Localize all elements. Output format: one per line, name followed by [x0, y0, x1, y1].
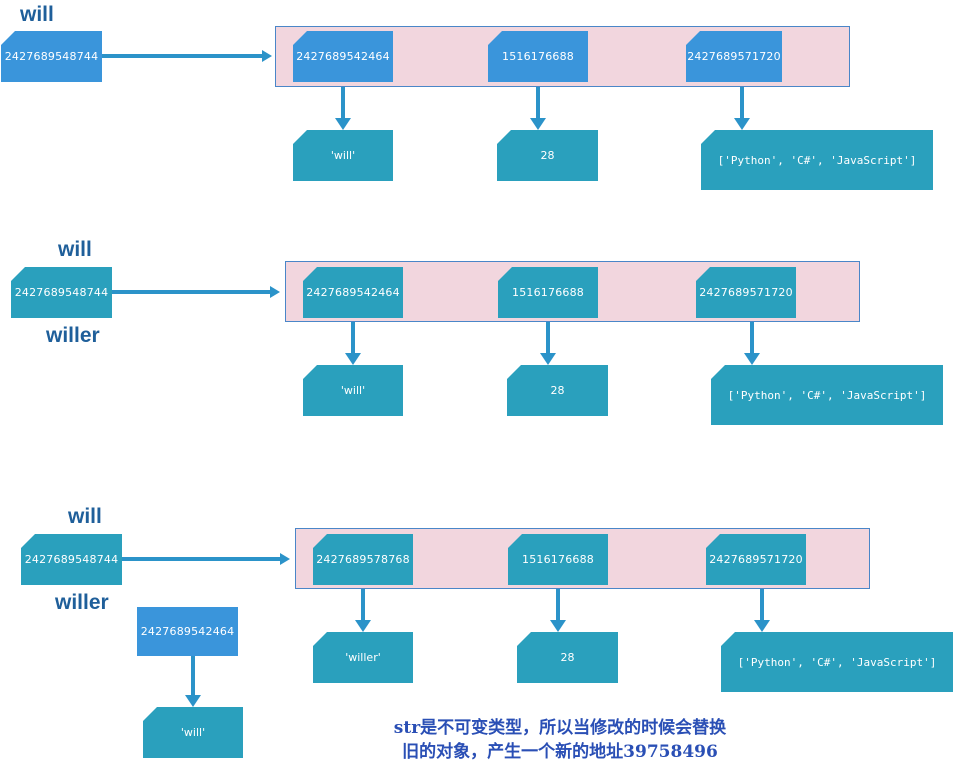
- list-slot-1: 1516176688: [498, 267, 598, 318]
- list-slot-2: 2427689571720: [706, 534, 806, 585]
- value-box-int: 28: [517, 632, 618, 683]
- arrowhead: [744, 353, 760, 365]
- variable-label-will: will: [58, 238, 92, 261]
- panel1-arrows: [102, 54, 744, 120]
- orphan-address-box: 2427689542464: [137, 607, 238, 656]
- value-box-string: 'will': [303, 365, 403, 416]
- value-box-int: 28: [507, 365, 608, 416]
- arrowhead: [355, 620, 371, 632]
- variable-address-box: 2427689548744: [21, 534, 122, 585]
- arrowhead: [335, 118, 351, 130]
- value-box-string: 'will': [293, 130, 393, 181]
- arrowhead: [734, 118, 750, 130]
- arrowhead: [530, 118, 546, 130]
- panel2-arrows: [112, 290, 754, 355]
- variable-address-box: 2427689548744: [1, 31, 102, 82]
- variable-label-willer: willer: [46, 324, 100, 347]
- value-box-list: ['Python', 'C#', 'JavaScript']: [721, 632, 953, 692]
- list-slot-0: 2427689578768: [313, 534, 413, 585]
- arrowhead: [185, 695, 201, 707]
- list-slot-1: 1516176688: [508, 534, 608, 585]
- panel3-arrows: [122, 557, 764, 695]
- value-box-list: ['Python', 'C#', 'JavaScript']: [711, 365, 943, 425]
- variable-label-will: will: [20, 3, 54, 26]
- arrowhead: [345, 353, 361, 365]
- arrowhead: [540, 353, 556, 365]
- list-slot-1: 1516176688: [488, 31, 588, 82]
- arrowhead: [262, 50, 272, 62]
- orphan-value-box: 'will': [143, 707, 243, 758]
- arrowhead: [280, 553, 290, 565]
- caption-line-2: 旧的对象，产生一个新的地址39758496: [402, 742, 718, 762]
- list-slot-0: 2427689542464: [293, 31, 393, 82]
- caption-line-1: str是不可变类型，所以当修改的时候会替换: [393, 718, 727, 738]
- variable-label-willer: willer: [55, 591, 109, 614]
- caption: str是不可变类型，所以当修改的时候会替换 旧的对象，产生一个新的地址39758…: [300, 716, 820, 764]
- arrowhead: [270, 286, 280, 298]
- arrowhead: [754, 620, 770, 632]
- variable-address-box: 2427689548744: [11, 267, 112, 318]
- value-box-int: 28: [497, 130, 598, 181]
- list-slot-2: 2427689571720: [696, 267, 796, 318]
- value-box-list: ['Python', 'C#', 'JavaScript']: [701, 130, 933, 190]
- arrowhead: [550, 620, 566, 632]
- list-slot-0: 2427689542464: [303, 267, 403, 318]
- variable-label-will: will: [68, 505, 102, 528]
- list-slot-2: 2427689571720: [686, 31, 782, 82]
- value-box-string: 'willer': [313, 632, 413, 683]
